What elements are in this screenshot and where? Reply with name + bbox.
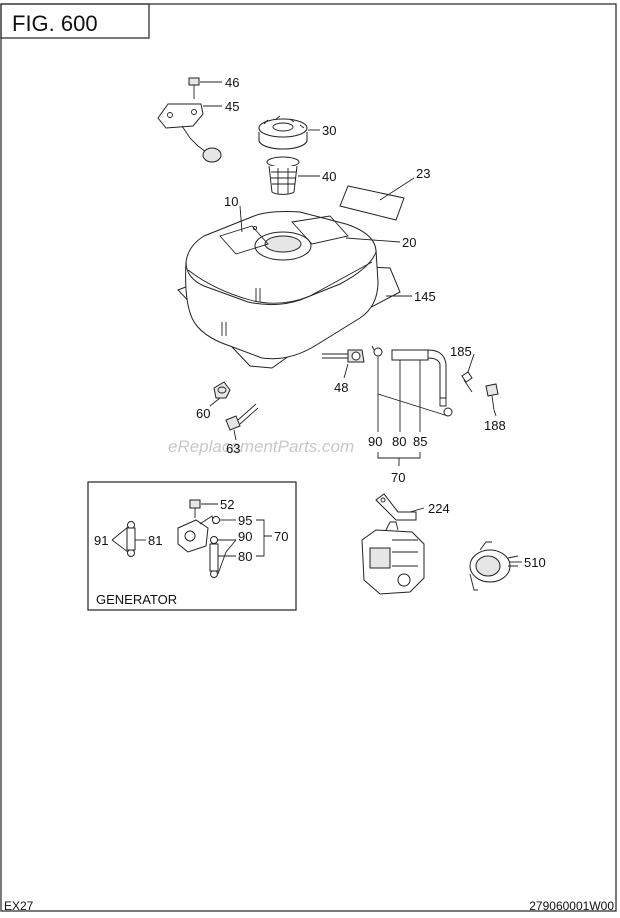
leader-90b bbox=[377, 393, 449, 417]
gen-part-90-clip-icon bbox=[210, 536, 218, 578]
callout-510: 510 bbox=[524, 555, 546, 570]
model-code: EX27 bbox=[4, 899, 34, 913]
callout-185: 185 bbox=[450, 344, 472, 359]
bracket-70 bbox=[377, 452, 421, 466]
gen-part-91-clip-icon bbox=[127, 521, 135, 557]
callout-80: 80 bbox=[392, 434, 406, 449]
callout-70: 70 bbox=[391, 470, 405, 485]
callout-46: 46 bbox=[225, 75, 239, 90]
generator-variant-box bbox=[87, 481, 297, 611]
carburetor-icon bbox=[361, 521, 425, 595]
leader-60 bbox=[209, 397, 221, 407]
gen-part-81-hose-icon bbox=[126, 527, 136, 551]
gen-callout-91: 91 bbox=[94, 533, 108, 548]
gen-callout-80: 80 bbox=[238, 549, 252, 564]
part-48-fuel-elbow-icon bbox=[322, 349, 365, 363]
part-510-fuel-pump-icon bbox=[469, 541, 519, 591]
callout-60: 60 bbox=[196, 406, 210, 421]
callout-30: 30 bbox=[322, 123, 336, 138]
figure-title-box bbox=[0, 3, 150, 39]
part-224-bracket-icon bbox=[375, 493, 417, 521]
callout-45: 45 bbox=[225, 99, 239, 114]
gen-part-95-clip-icon bbox=[212, 516, 220, 524]
leader-20 bbox=[345, 237, 401, 243]
gen-callout-95: 95 bbox=[238, 513, 252, 528]
gen-part-80-pipe-icon bbox=[209, 543, 219, 572]
leader-185 bbox=[467, 353, 475, 373]
callout-145: 145 bbox=[414, 289, 436, 304]
figure-title: FIG. 600 bbox=[12, 11, 98, 36]
generator-label: GENERATOR bbox=[96, 592, 177, 607]
leader-224 bbox=[409, 507, 425, 513]
gen-leader-91 bbox=[111, 526, 129, 553]
leader-10 bbox=[239, 205, 243, 233]
part-60-cushion-icon bbox=[213, 381, 231, 399]
fuel-tank-icon bbox=[177, 211, 401, 369]
gen-fuel-cock-icon bbox=[177, 515, 215, 553]
callout-224: 224 bbox=[428, 501, 450, 516]
part-40-strainer-icon bbox=[266, 156, 300, 195]
callout-85: 85 bbox=[413, 434, 427, 449]
leader-188 bbox=[493, 409, 497, 417]
gen-bracket-70 bbox=[256, 519, 272, 557]
gen-callout-81: 81 bbox=[148, 533, 162, 548]
gen-callout-70: 70 bbox=[274, 529, 288, 544]
gen-callout-52: 52 bbox=[220, 497, 234, 512]
gen-part-52-screw-icon bbox=[189, 499, 201, 518]
callout-40: 40 bbox=[322, 169, 336, 184]
part-90-clip-icon bbox=[371, 345, 383, 357]
part-188-screw-icon bbox=[485, 383, 499, 411]
gen-callout-90: 90 bbox=[238, 529, 252, 544]
part-number-code: 279060001W00 bbox=[529, 899, 614, 913]
leader-23 bbox=[379, 177, 415, 201]
callout-188: 188 bbox=[484, 418, 506, 433]
part-46-screw-icon bbox=[188, 77, 200, 99]
callout-63: 63 bbox=[226, 441, 240, 456]
part-30-fuel-cap-icon bbox=[258, 115, 308, 150]
callout-90: 90 bbox=[368, 434, 382, 449]
leader-63 bbox=[233, 429, 237, 441]
part-45-fuel-gauge-icon bbox=[157, 103, 222, 163]
page-border bbox=[0, 3, 617, 912]
gen-leader-90 bbox=[217, 539, 237, 575]
watermark: eReplacementParts.com bbox=[168, 437, 354, 456]
part-85-fuel-hose-icon bbox=[427, 349, 453, 417]
callout-10: 10 bbox=[224, 194, 238, 209]
part-80-fuel-pipe-icon bbox=[391, 349, 429, 361]
part-63-bolt-icon bbox=[225, 403, 259, 431]
callout-23: 23 bbox=[416, 166, 430, 181]
part-23-label-icon bbox=[339, 185, 405, 221]
leader-48 bbox=[343, 363, 349, 379]
callout-20: 20 bbox=[402, 235, 416, 250]
callout-48: 48 bbox=[334, 380, 348, 395]
part-185-clip-icon bbox=[461, 371, 473, 393]
